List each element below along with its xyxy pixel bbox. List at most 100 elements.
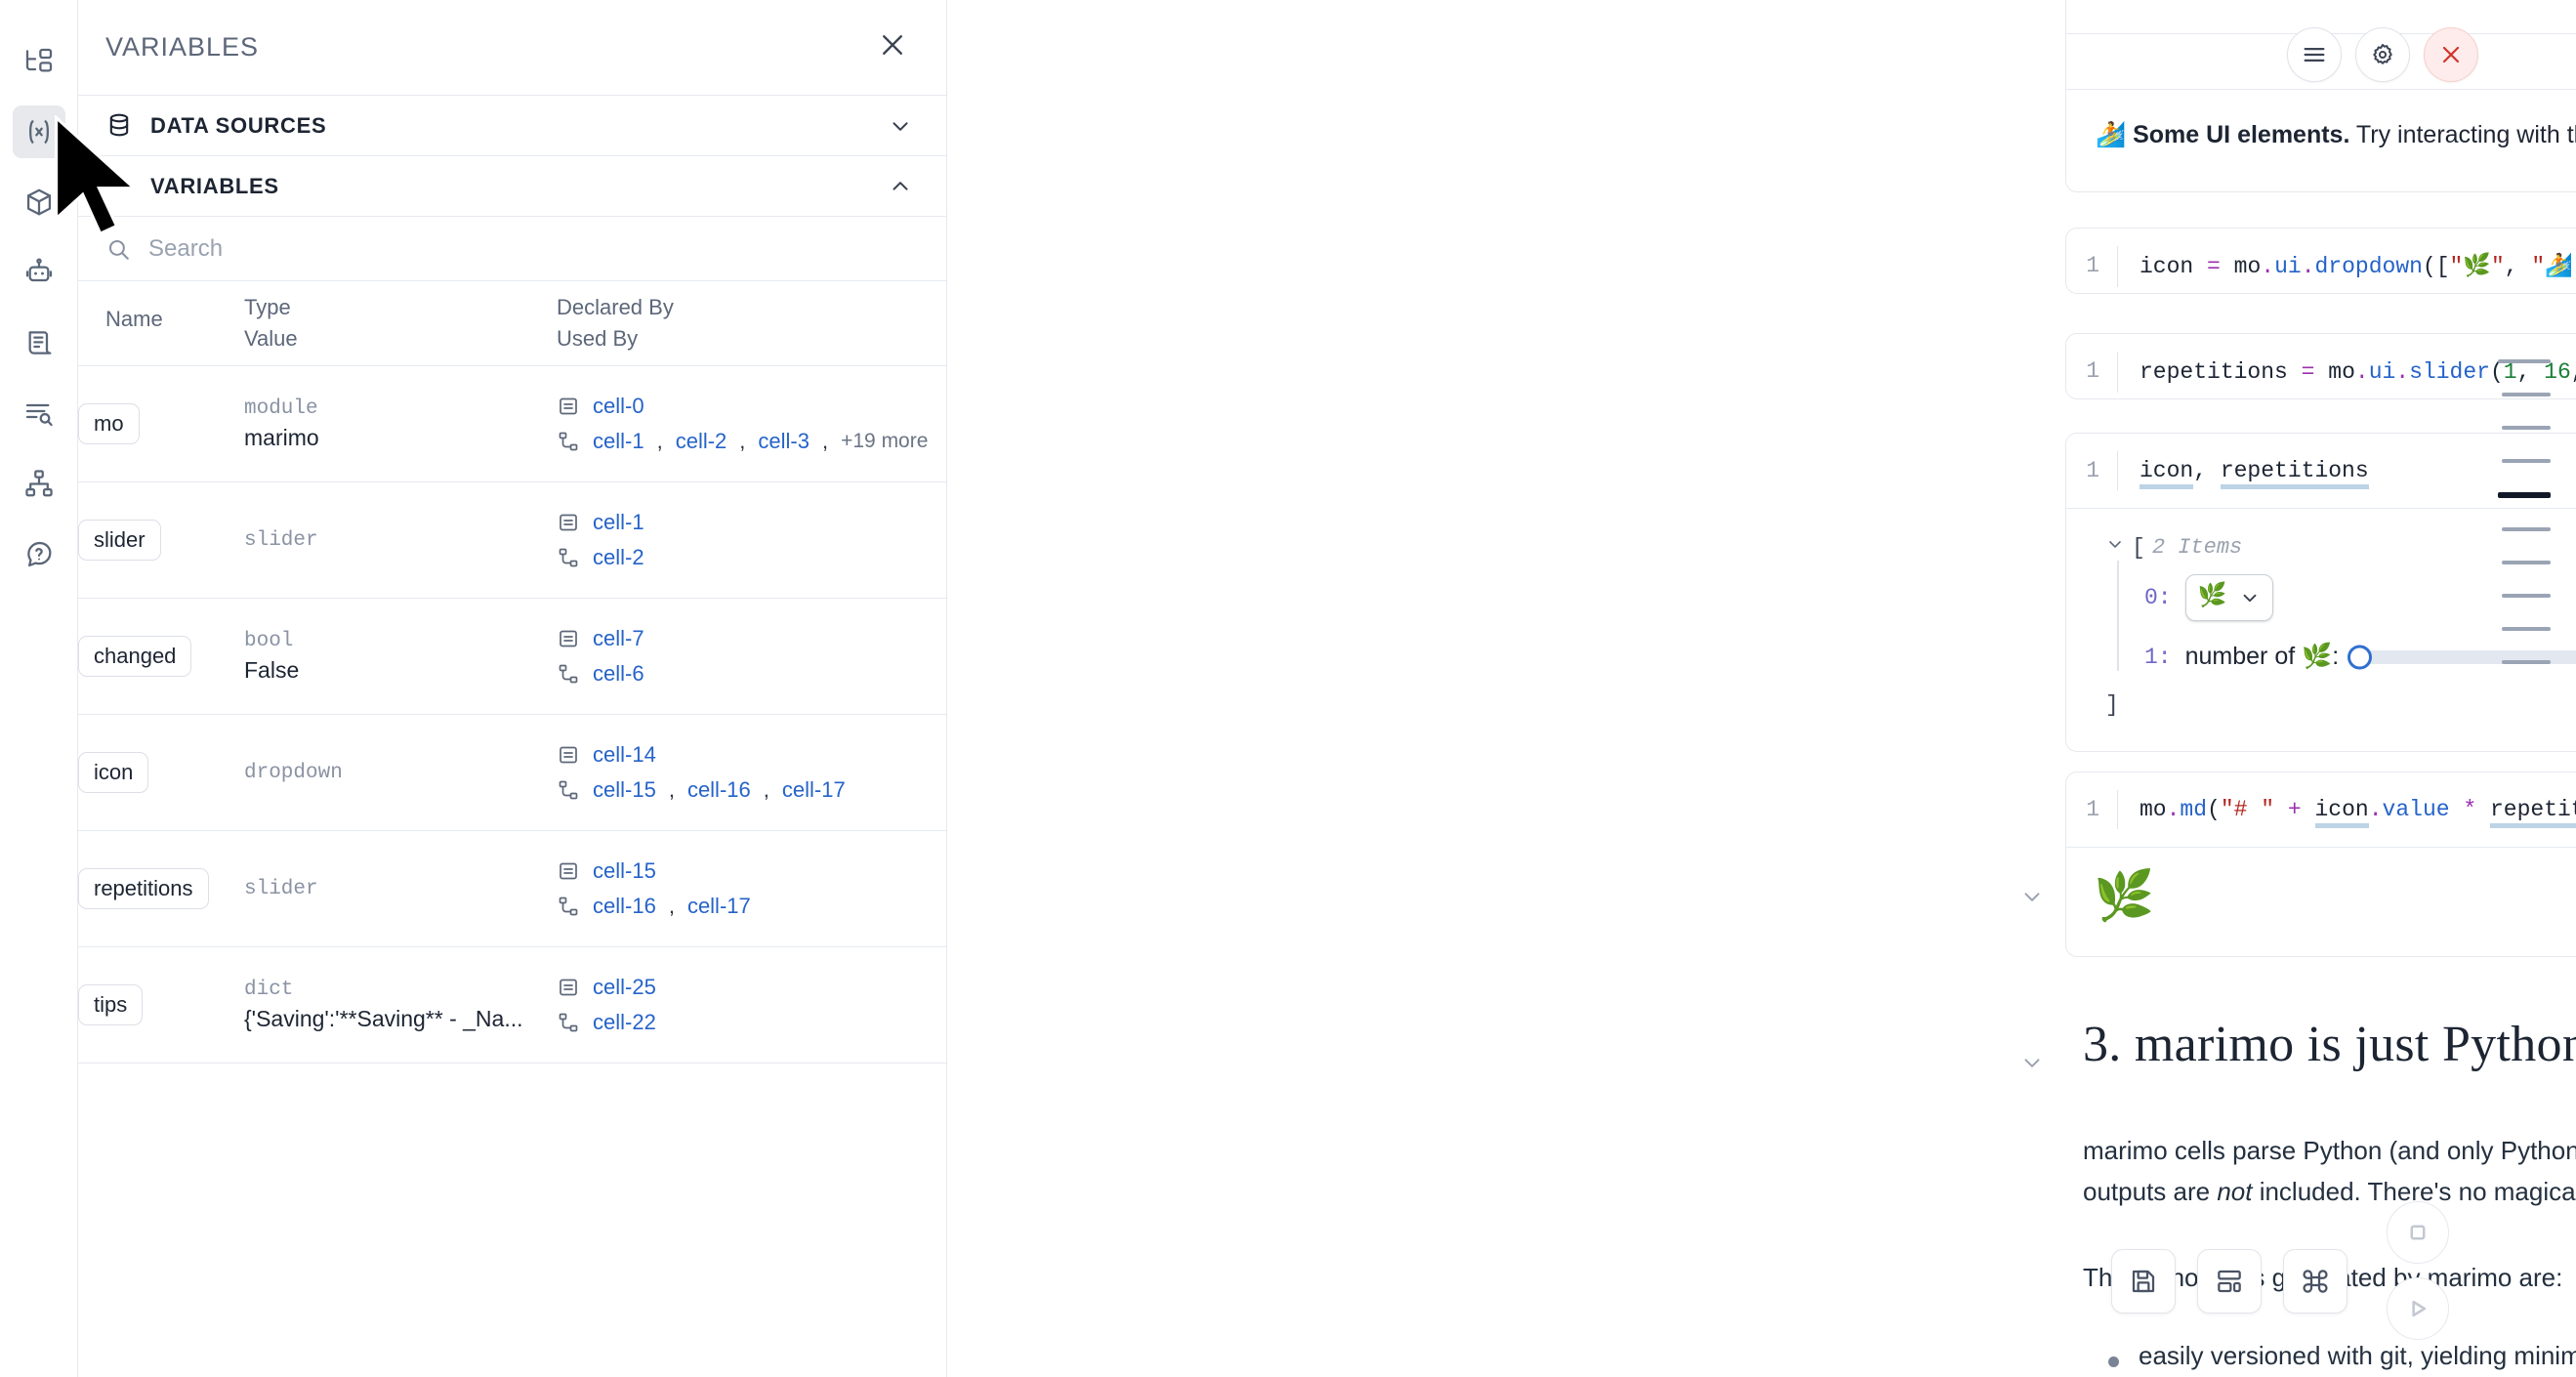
stop-square-icon <box>2403 1218 2432 1247</box>
used-by-cell-link[interactable]: cell-15 <box>593 777 656 802</box>
layout-button[interactable] <box>2197 1249 2262 1314</box>
minimap-cell-marker[interactable] <box>2502 459 2551 463</box>
section-fold-toggle[interactable] <box>2019 1050 2045 1075</box>
dropdown-widget[interactable]: 🌿 <box>2184 574 2273 621</box>
code-cell-with-output: 1 icon, repetitions [ 2 Items 0: <box>2065 433 2576 752</box>
code-cell-slider-code[interactable]: repetitions = mo.ui.slider(1, 16, label=… <box>2117 352 2576 393</box>
code-cell-slider[interactable]: 1 repetitions = mo.ui.slider(1, 16, labe… <box>2065 333 2576 399</box>
chevron-up-icon[interactable] <box>888 174 913 199</box>
cell-delete-button[interactable] <box>2424 27 2478 82</box>
declared-by-cell-link[interactable]: cell-14 <box>593 742 656 767</box>
minimap-cell-marker[interactable] <box>2502 660 2551 664</box>
cell-menu-button[interactable] <box>2287 27 2342 82</box>
scroll-doc-icon <box>23 327 55 358</box>
sidebar-item-packages[interactable] <box>13 176 65 229</box>
variable-name-badge[interactable]: mo <box>78 403 140 444</box>
used-by-cell-link[interactable]: cell-17 <box>781 777 846 802</box>
sidebar-item-file-explorer[interactable] <box>13 35 65 88</box>
chevron-down-icon[interactable] <box>888 113 913 139</box>
search-input[interactable] <box>146 233 919 264</box>
bullet-dot-icon <box>2108 1356 2119 1368</box>
separator: , <box>656 429 663 453</box>
markdown-render-code[interactable]: mo.md("# " + icon.value * repetitions.va… <box>2117 790 2576 829</box>
declared-by-cell-link[interactable]: cell-0 <box>593 394 644 418</box>
sidebar-item-help[interactable] <box>13 527 65 580</box>
used-by-cell-link[interactable]: cell-22 <box>593 1010 656 1034</box>
column-used-by-label: Used By <box>557 326 639 351</box>
separator: , <box>668 894 675 918</box>
section-variables[interactable]: VARIABLES <box>78 156 946 217</box>
list-output-header[interactable]: [ 2 Items <box>2105 534 2576 561</box>
separator: , <box>739 429 746 453</box>
variable-name-cell: changed <box>78 599 244 715</box>
list-index-0: 0: <box>2144 585 2172 610</box>
used-by-more-label[interactable]: +19 more <box>841 430 929 452</box>
cell-settings-button[interactable] <box>2355 27 2410 82</box>
minimap-cell-marker[interactable] <box>2498 492 2551 498</box>
used-by-cell-link[interactable]: cell-1 <box>593 429 644 453</box>
used-by-cell-link[interactable]: cell-17 <box>686 894 751 918</box>
used-by-cell-link[interactable]: cell-16 <box>593 894 656 918</box>
minimap-cell-marker[interactable] <box>2498 359 2551 363</box>
used-by-cell-link[interactable]: cell-3 <box>758 429 810 453</box>
layout-panels-icon <box>2214 1266 2245 1297</box>
used-by-cell-link[interactable]: cell-6 <box>593 661 644 686</box>
minimap-cell-marker[interactable] <box>2502 594 2551 598</box>
code-cell-display-code[interactable]: icon, repetitions <box>2117 451 2576 490</box>
run-controls <box>2387 1201 2449 1340</box>
code-cell-display-editor[interactable]: 1 icon, repetitions <box>2066 434 2576 508</box>
code-cell-dropdown[interactable]: 1 icon = mo.ui.dropdown(["🌿", "🏄", "✨"],… <box>2065 228 2576 294</box>
variables-section-icon <box>105 172 135 201</box>
variable-name-badge[interactable]: slider <box>78 520 161 561</box>
save-button[interactable] <box>2111 1249 2176 1314</box>
used-by-cell-link[interactable]: cell-2 <box>593 545 644 569</box>
dependency-link-icon <box>557 430 580 453</box>
run-all-button[interactable] <box>2387 1277 2449 1340</box>
minimap-cell-marker[interactable] <box>2502 393 2551 396</box>
variable-name-badge[interactable]: tips <box>78 984 144 1025</box>
minimap-cell-marker[interactable] <box>2502 561 2551 564</box>
interrupt-button[interactable] <box>2387 1201 2449 1264</box>
paragraph-1-emphasis: not <box>2217 1177 2253 1207</box>
sidebar-item-documentation[interactable] <box>13 316 65 369</box>
paragraph-1-part-a: marimo cells parse Python (and only Pyth… <box>2083 1136 2576 1207</box>
chevron-down-icon[interactable] <box>2105 534 2125 561</box>
command-palette-button[interactable] <box>2283 1249 2347 1314</box>
page-title: 3. marimo is just Python <box>2083 1017 2576 1072</box>
minimap-cell-marker[interactable] <box>2502 627 2551 631</box>
variable-name-badge[interactable]: icon <box>78 752 149 793</box>
sidebar-item-outline[interactable] <box>13 387 65 439</box>
minimap-cell-marker[interactable] <box>2502 527 2551 531</box>
panel-close-button[interactable] <box>872 27 913 68</box>
markdown-render-editor[interactable]: 1 mo.md("# " + icon.value * repetitions.… <box>2066 772 2576 847</box>
sidebar-item-chat[interactable] <box>13 246 65 299</box>
sidebar-item-variables[interactable] <box>12 105 65 158</box>
variables-search-bar[interactable] <box>78 217 946 281</box>
cell-action-buttons <box>2287 27 2478 82</box>
md-cell-fold-toggle[interactable] <box>2019 884 2045 909</box>
sidebar-item-dependency-graph[interactable] <box>13 457 65 510</box>
declared-by-cell-link[interactable]: cell-7 <box>593 626 644 650</box>
used-by-row: cell-15,cell-16,cell-17 <box>557 777 934 803</box>
code-cell-dropdown-code[interactable]: icon = mo.ui.dropdown(["🌿", "🏄", "✨"], v… <box>2117 246 2576 287</box>
slider-knob[interactable] <box>2347 645 2373 669</box>
command-key-icon <box>2300 1266 2331 1297</box>
variable-name-badge[interactable]: changed <box>78 636 192 677</box>
notebook-minimap[interactable] <box>2498 359 2551 693</box>
used-by-cell-link[interactable]: cell-16 <box>686 777 751 802</box>
used-by-cell-link[interactable]: cell-2 <box>675 429 727 453</box>
declared-by-cell-link[interactable]: cell-1 <box>593 510 644 534</box>
minimap-cell-marker[interactable] <box>2502 426 2551 430</box>
section-data-sources[interactable]: DATA SOURCES <box>78 96 946 156</box>
declared-by-cell-link[interactable]: cell-15 <box>593 858 656 883</box>
variable-name-badge[interactable]: repetitions <box>78 868 209 909</box>
declared-by-cell-link[interactable]: cell-25 <box>593 975 656 999</box>
